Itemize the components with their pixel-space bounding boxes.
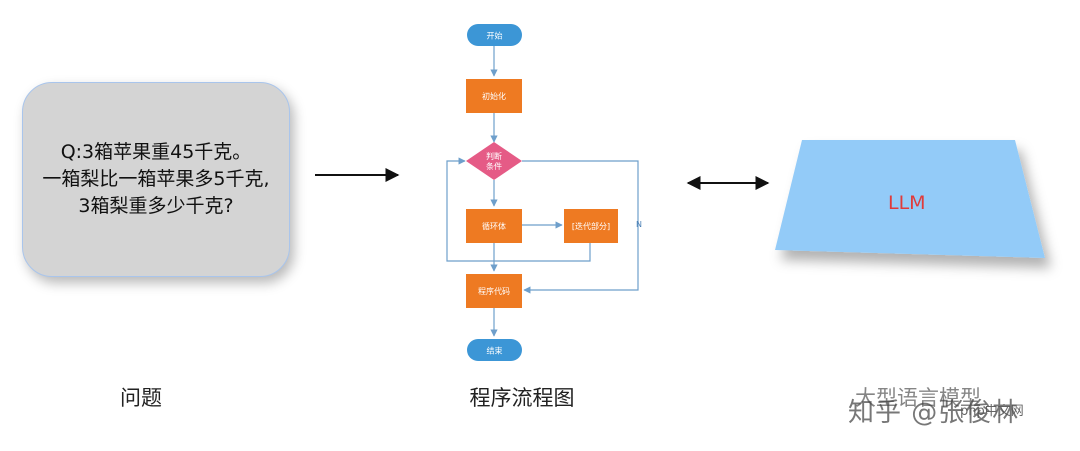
- caption-question: 问题: [120, 386, 162, 410]
- flow-condition: [466, 142, 522, 180]
- question-line-2: 一箱梨比一箱苹果多5千克,: [42, 168, 270, 190]
- flow-iteration-label: [迭代部分]: [572, 221, 610, 231]
- flow-code: [466, 274, 522, 308]
- flow-condition-line-1: 判断: [486, 151, 502, 161]
- llm-label: LLM: [888, 192, 926, 214]
- flow-condition-line-2: 条件: [486, 161, 502, 171]
- flow-loop-body: [466, 209, 522, 243]
- watermark-zhihu: 知乎 @张俊林: [848, 398, 1020, 428]
- flow-init: [466, 79, 522, 113]
- question-line-3: 3箱梨重多少千克?: [78, 195, 234, 217]
- flow-end-label: 结束: [487, 346, 503, 356]
- question-line-1: Q:3箱苹果重45千克。: [60, 141, 252, 163]
- flow-end: [467, 339, 522, 361]
- flow-no-label: N: [636, 220, 642, 229]
- llm-shape: [775, 140, 1045, 258]
- watermark-site: php中文网: [960, 404, 1024, 419]
- flow-init-label: 初始化: [482, 91, 506, 101]
- flow-iteration: [564, 209, 618, 243]
- flowchart-connectors: [446, 46, 639, 337]
- caption-llm: 大型语言模型: [855, 386, 981, 410]
- flow-loop-body-label: 循环体: [482, 221, 506, 231]
- flow-start: [467, 24, 522, 46]
- question-box: Q:3箱苹果重45千克。 一箱梨比一箱苹果多5千克, 3箱梨重多少千克?: [22, 82, 290, 277]
- flow-code-label: 程序代码: [478, 286, 510, 296]
- flow-start-label: 开始: [487, 31, 503, 41]
- caption-flowchart: 程序流程图: [469, 386, 575, 410]
